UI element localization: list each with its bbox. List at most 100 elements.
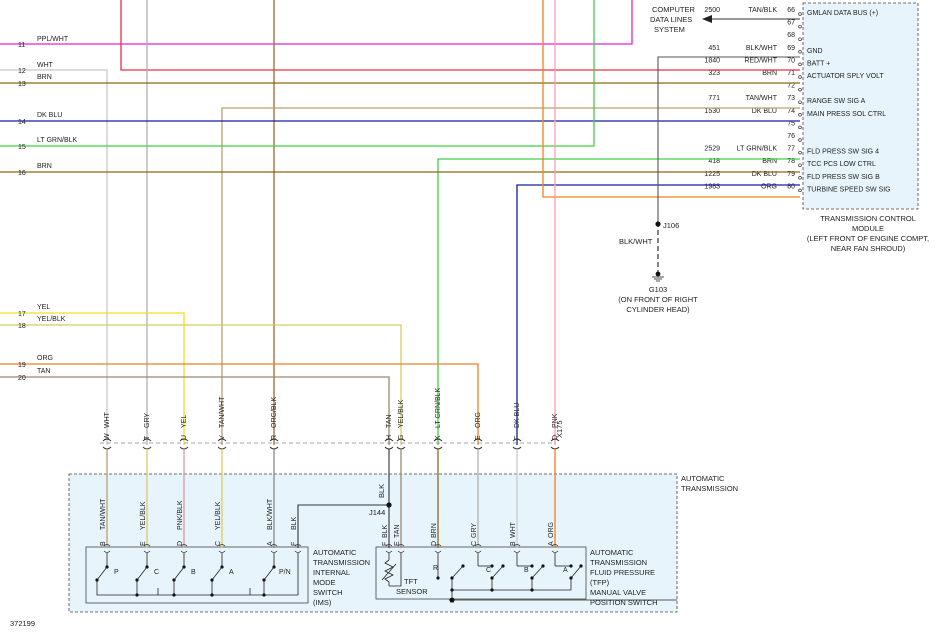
x175-pin-color: GRY <box>144 413 151 428</box>
tcm-wire-color: DK BLU <box>752 108 777 115</box>
svg-text:A: A <box>229 569 234 576</box>
svg-text:(TFP): (TFP) <box>590 578 610 587</box>
tft-label: TFT SENSOR <box>396 577 428 596</box>
x175-connector: WWHTTGRYUYELVTAN/WHTRORG/BLKHTANGYEL/BLK… <box>102 387 560 450</box>
tfp-pin-terminal <box>474 544 482 547</box>
tfp-pin-terminal <box>513 550 521 553</box>
tfp-switch-labels: R C B A <box>433 565 568 574</box>
tcm-pin-function: TCC PCS LOW CTRL <box>807 161 876 168</box>
ims-pin-terminal <box>218 550 226 553</box>
x175-pin-color: LT GRN/BLK <box>435 387 442 428</box>
x175-pin-letter: W <box>104 433 111 440</box>
data-lines-label: SYSTEM <box>654 25 685 34</box>
left-wire-number: 11 <box>18 42 25 49</box>
tcm-pin-number: 66 <box>787 7 795 14</box>
left-wire-number: 12 <box>18 68 26 75</box>
tcm-circuit-number: 418 <box>708 158 720 165</box>
left-wire-color: TAN <box>37 368 50 375</box>
tcm-pin-function: RANGE SW SIG A <box>807 98 866 105</box>
tcm-pin-number: 70 <box>787 57 795 64</box>
left-wire-number: 16 <box>18 170 26 177</box>
tcm-pin-number: 80 <box>787 183 795 190</box>
tcm-pin-terminal <box>798 87 802 92</box>
ims-pin-terminal <box>294 550 302 553</box>
j144-wire: BLK <box>377 484 386 498</box>
svg-text:TRANSMISSION: TRANSMISSION <box>590 558 647 567</box>
svg-text:POSITION SWITCH: POSITION SWITCH <box>590 598 658 607</box>
svg-text:MODE: MODE <box>313 578 336 587</box>
svg-text:AUTOMATIC: AUTOMATIC <box>313 548 357 557</box>
ims-pin-letter: F <box>291 542 298 546</box>
ims-switch-dots <box>95 565 276 597</box>
x175-pin-terminal <box>512 446 522 450</box>
x175-pin-terminal <box>512 438 522 442</box>
x175-pin-letter: V <box>219 435 226 440</box>
j106-splice-dot <box>655 221 661 227</box>
ims-pin-terminal <box>270 550 278 553</box>
ims-pin-labels: BTAN/WHTEYEL/BLKDPNK/BLKCYEL/BLKABLK/WHT… <box>100 498 302 553</box>
tcm-label-line: NEAR FAN SHROUD) <box>831 244 906 253</box>
tcm-pin-function: GND <box>807 48 823 55</box>
x175-pin-color: PNK <box>552 413 559 428</box>
diagram-id: 372199 <box>10 619 35 628</box>
tcm-circuit-number: 1840 <box>704 57 720 64</box>
auto-trans-label: TRANSMISSION <box>681 484 738 493</box>
tcm-wire-color: BLK/WHT <box>746 45 778 52</box>
tcm-pin-terminal <box>798 62 802 67</box>
tcm-pin-terminal <box>798 138 802 142</box>
svg-text:CYLINDER HEAD): CYLINDER HEAD) <box>626 305 690 314</box>
x175-pin-letter: R <box>271 435 278 440</box>
svg-text:SENSOR: SENSOR <box>396 587 428 596</box>
tfp-switch-internals <box>437 553 677 603</box>
ims-pin-letter: B <box>100 541 107 546</box>
tcm-circuit-number: 1530 <box>704 108 720 115</box>
svg-text:C: C <box>154 569 159 576</box>
ground-dot <box>655 271 661 277</box>
x175-pin-letter: H <box>386 435 393 440</box>
x175-pin-terminal <box>384 446 394 450</box>
x175-pin-terminal <box>269 438 279 442</box>
svg-text:C: C <box>486 567 491 574</box>
ims-pin-color: BLK/WHT <box>267 498 274 530</box>
left-wire-color: YEL <box>37 304 50 311</box>
x175-pin-letter: F <box>514 436 521 440</box>
x175-pin-letter: U <box>181 435 188 440</box>
ims-pin-letter: D <box>177 541 184 546</box>
tfp-pin-letter: D <box>431 541 438 546</box>
tft-pin-color: TAN <box>394 525 401 538</box>
tcm-pin-function: FLD PRESS SW SIG B <box>807 174 880 181</box>
ims-pin-color: TAN/WHT <box>100 498 107 530</box>
ims-pin-color: YEL/BLK <box>215 501 222 530</box>
j144-splice-dot <box>386 502 392 508</box>
tfp-pin-terminal <box>551 550 559 553</box>
tcm-pin-function: BATT + <box>807 60 830 67</box>
x175-pin-terminal <box>433 438 443 442</box>
tft-thermistor-icon <box>381 553 402 587</box>
tcm-pin-number: 73 <box>787 95 795 102</box>
x175-pin-color: ORG <box>475 412 482 428</box>
x175-pin-color: TAN/WHT <box>219 396 226 428</box>
tft-pin-color: BLK <box>382 524 389 538</box>
tfp-pin-terminal <box>513 544 521 547</box>
tfp-pin-letter: A <box>548 541 555 546</box>
data-lines-label: COMPUTER <box>652 5 696 14</box>
tcm-pin-function: MAIN PRESS SOL CTRL <box>807 111 886 118</box>
x175-pin-terminal <box>142 438 152 442</box>
svg-text:MANUAL VALVE: MANUAL VALVE <box>590 588 646 597</box>
tfp-pin-color: ORG <box>548 522 555 538</box>
tfp-pin-color: WHT <box>510 521 517 538</box>
ims-pin-letter: E <box>140 541 147 546</box>
x175-pin-terminal <box>396 446 406 450</box>
left-wire-color: YEL/BLK <box>37 316 66 323</box>
tft-pin-letter: F <box>382 542 389 546</box>
tcm-pin-function: FLD PRESS SW SIG 4 <box>807 149 879 156</box>
left-wire-number: 17 <box>18 311 26 318</box>
x175-pin-color: WHT <box>104 411 111 428</box>
x175-pin-terminal <box>102 446 112 450</box>
tfp-pin-terminal <box>551 544 559 547</box>
x175-pin-terminal <box>550 446 560 450</box>
tcm-pin-number: 74 <box>787 108 795 115</box>
